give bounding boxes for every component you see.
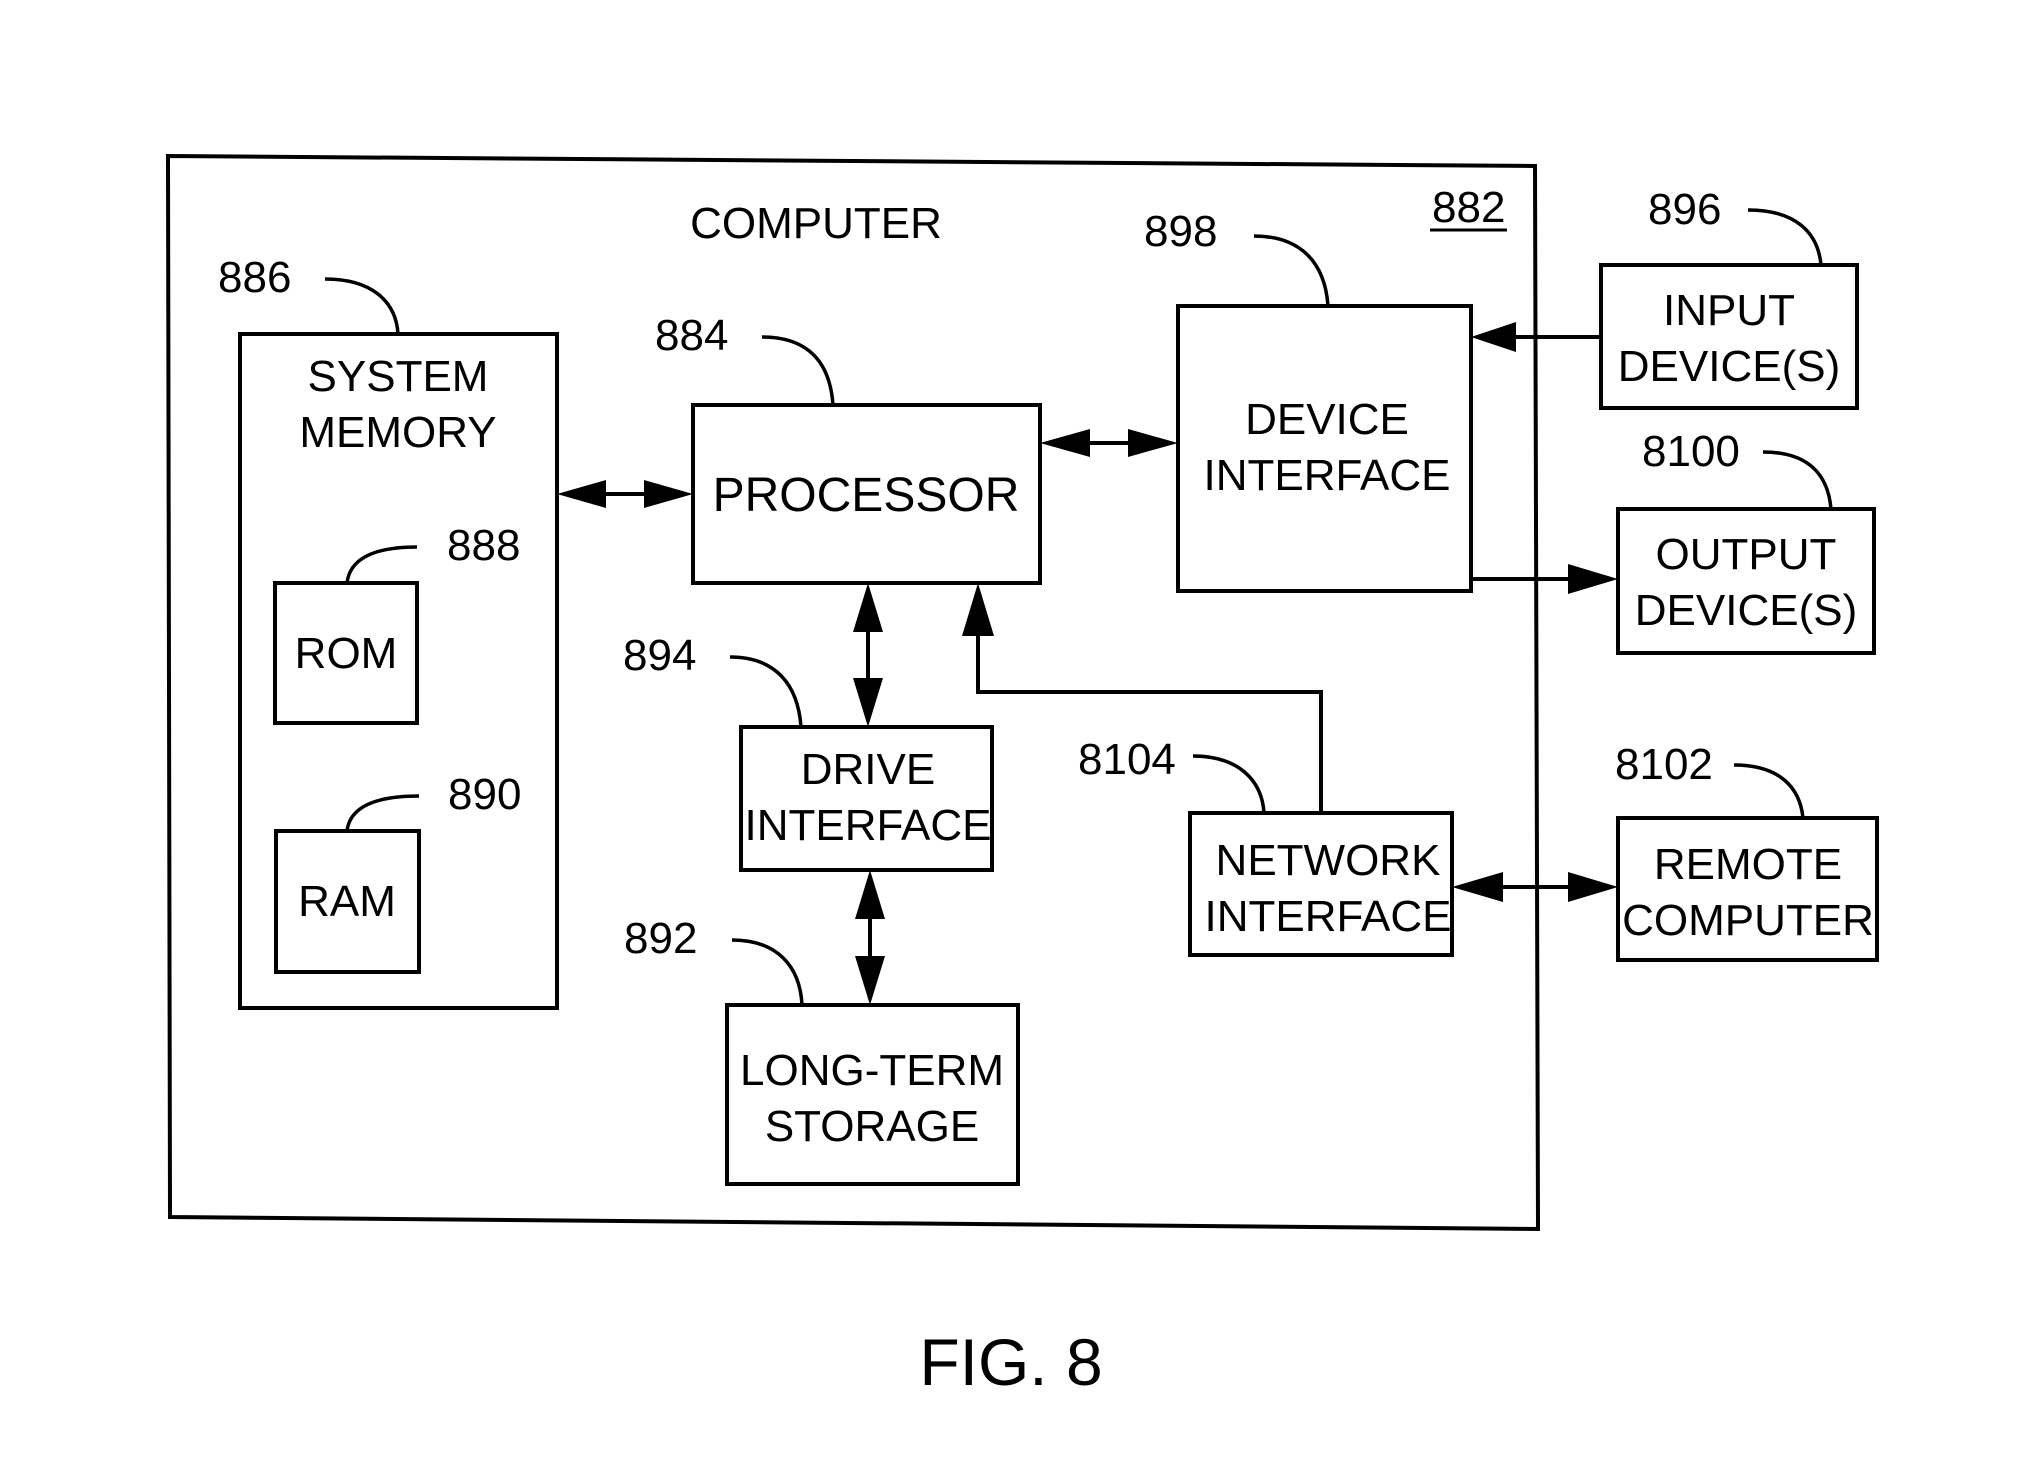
ram-label: RAM xyxy=(298,877,396,926)
long-term-storage-leader xyxy=(732,940,802,1005)
network-interface-ref: 8104 xyxy=(1078,735,1176,784)
arrowhead-right xyxy=(644,480,693,508)
input-devices-block: INPUT DEVICE(S) 896 xyxy=(1601,185,1857,408)
drive-interface-label-line1: DRIVE xyxy=(801,745,935,794)
arrowhead-down xyxy=(853,678,883,727)
output-devices-block: OUTPUT DEVICE(S) 8100 xyxy=(1618,427,1874,653)
input-devices-label-line1: INPUT xyxy=(1663,286,1795,335)
drive-interface-ref: 894 xyxy=(623,631,696,680)
arrowhead-up xyxy=(855,870,885,919)
arrowhead-left xyxy=(1452,872,1503,902)
connector-memory-processor xyxy=(557,480,693,508)
arrowhead-down xyxy=(855,956,885,1005)
input-devices-leader xyxy=(1748,210,1821,265)
network-interface-leader xyxy=(1193,756,1264,813)
arrowhead-left xyxy=(557,480,606,508)
arrowhead-right xyxy=(1568,872,1618,902)
computer-title: COMPUTER xyxy=(690,199,942,248)
output-devices-leader xyxy=(1763,452,1831,509)
ram-ref: 890 xyxy=(448,770,521,819)
rom-ref: 888 xyxy=(447,521,520,570)
long-term-storage-block: LONG-TERM STORAGE 892 xyxy=(624,914,1018,1184)
output-devices-label-line1: OUTPUT xyxy=(1656,530,1837,579)
svg-text:882: 882 xyxy=(1432,183,1505,232)
connector-drive-interface-storage xyxy=(855,870,885,1005)
drive-interface-block: DRIVE INTERFACE 894 xyxy=(623,631,992,870)
device-interface-box xyxy=(1178,306,1471,591)
arrowhead-left xyxy=(1040,429,1090,457)
connector-processor-drive-interface xyxy=(853,583,883,727)
long-term-storage-label-line2: STORAGE xyxy=(765,1102,979,1151)
system-memory-label-line2: MEMORY xyxy=(299,408,496,457)
system-memory-ref: 886 xyxy=(218,253,291,302)
output-devices-label-line2: DEVICE(S) xyxy=(1635,586,1857,635)
network-interface-label-line2: INTERFACE xyxy=(1205,892,1452,941)
processor-leader xyxy=(762,337,833,405)
processor-block: PROCESSOR 884 xyxy=(655,311,1040,583)
long-term-storage-ref: 892 xyxy=(624,914,697,963)
system-memory-label-line1: SYSTEM xyxy=(308,352,489,401)
remote-computer-leader xyxy=(1734,765,1803,818)
arrowhead-up xyxy=(853,583,883,632)
device-interface-leader xyxy=(1254,236,1328,306)
processor-label: PROCESSOR xyxy=(713,469,1020,522)
processor-ref: 884 xyxy=(655,311,728,360)
drive-interface-label-line2: INTERFACE xyxy=(745,801,992,850)
arrowhead-right xyxy=(1568,564,1618,594)
connector-device-interface-to-output xyxy=(1471,564,1618,594)
input-devices-label-line2: DEVICE(S) xyxy=(1618,342,1840,391)
drive-interface-leader xyxy=(730,657,801,727)
arrowhead-up xyxy=(962,583,994,636)
computer-ref: 882 xyxy=(1430,183,1507,232)
output-devices-ref: 8100 xyxy=(1642,427,1740,476)
device-interface-block: DEVICE INTERFACE 898 xyxy=(1144,207,1471,591)
input-devices-ref: 896 xyxy=(1648,185,1721,234)
connector-processor-device-interface xyxy=(1040,429,1178,457)
network-interface-label-line1: NETWORK xyxy=(1216,836,1441,885)
system-memory-leader xyxy=(325,279,398,334)
rom-label: ROM xyxy=(295,629,398,678)
network-interface-block: NETWORK INTERFACE 8104 xyxy=(1078,735,1452,955)
long-term-storage-label-line1: LONG-TERM xyxy=(740,1046,1004,1095)
remote-computer-label-line2: COMPUTER xyxy=(1622,896,1874,945)
device-interface-label-line2: INTERFACE xyxy=(1204,451,1451,500)
device-interface-label-line1: DEVICE xyxy=(1245,395,1409,444)
figure-caption: FIG. 8 xyxy=(919,1325,1102,1399)
remote-computer-block: REMOTE COMPUTER 8102 xyxy=(1615,740,1877,960)
remote-computer-ref: 8102 xyxy=(1615,740,1713,789)
connector-network-remote xyxy=(1452,872,1618,902)
device-interface-ref: 898 xyxy=(1144,207,1217,256)
remote-computer-label-line1: REMOTE xyxy=(1654,840,1842,889)
arrowhead-left xyxy=(1471,322,1516,352)
arrowhead-right xyxy=(1128,429,1178,457)
